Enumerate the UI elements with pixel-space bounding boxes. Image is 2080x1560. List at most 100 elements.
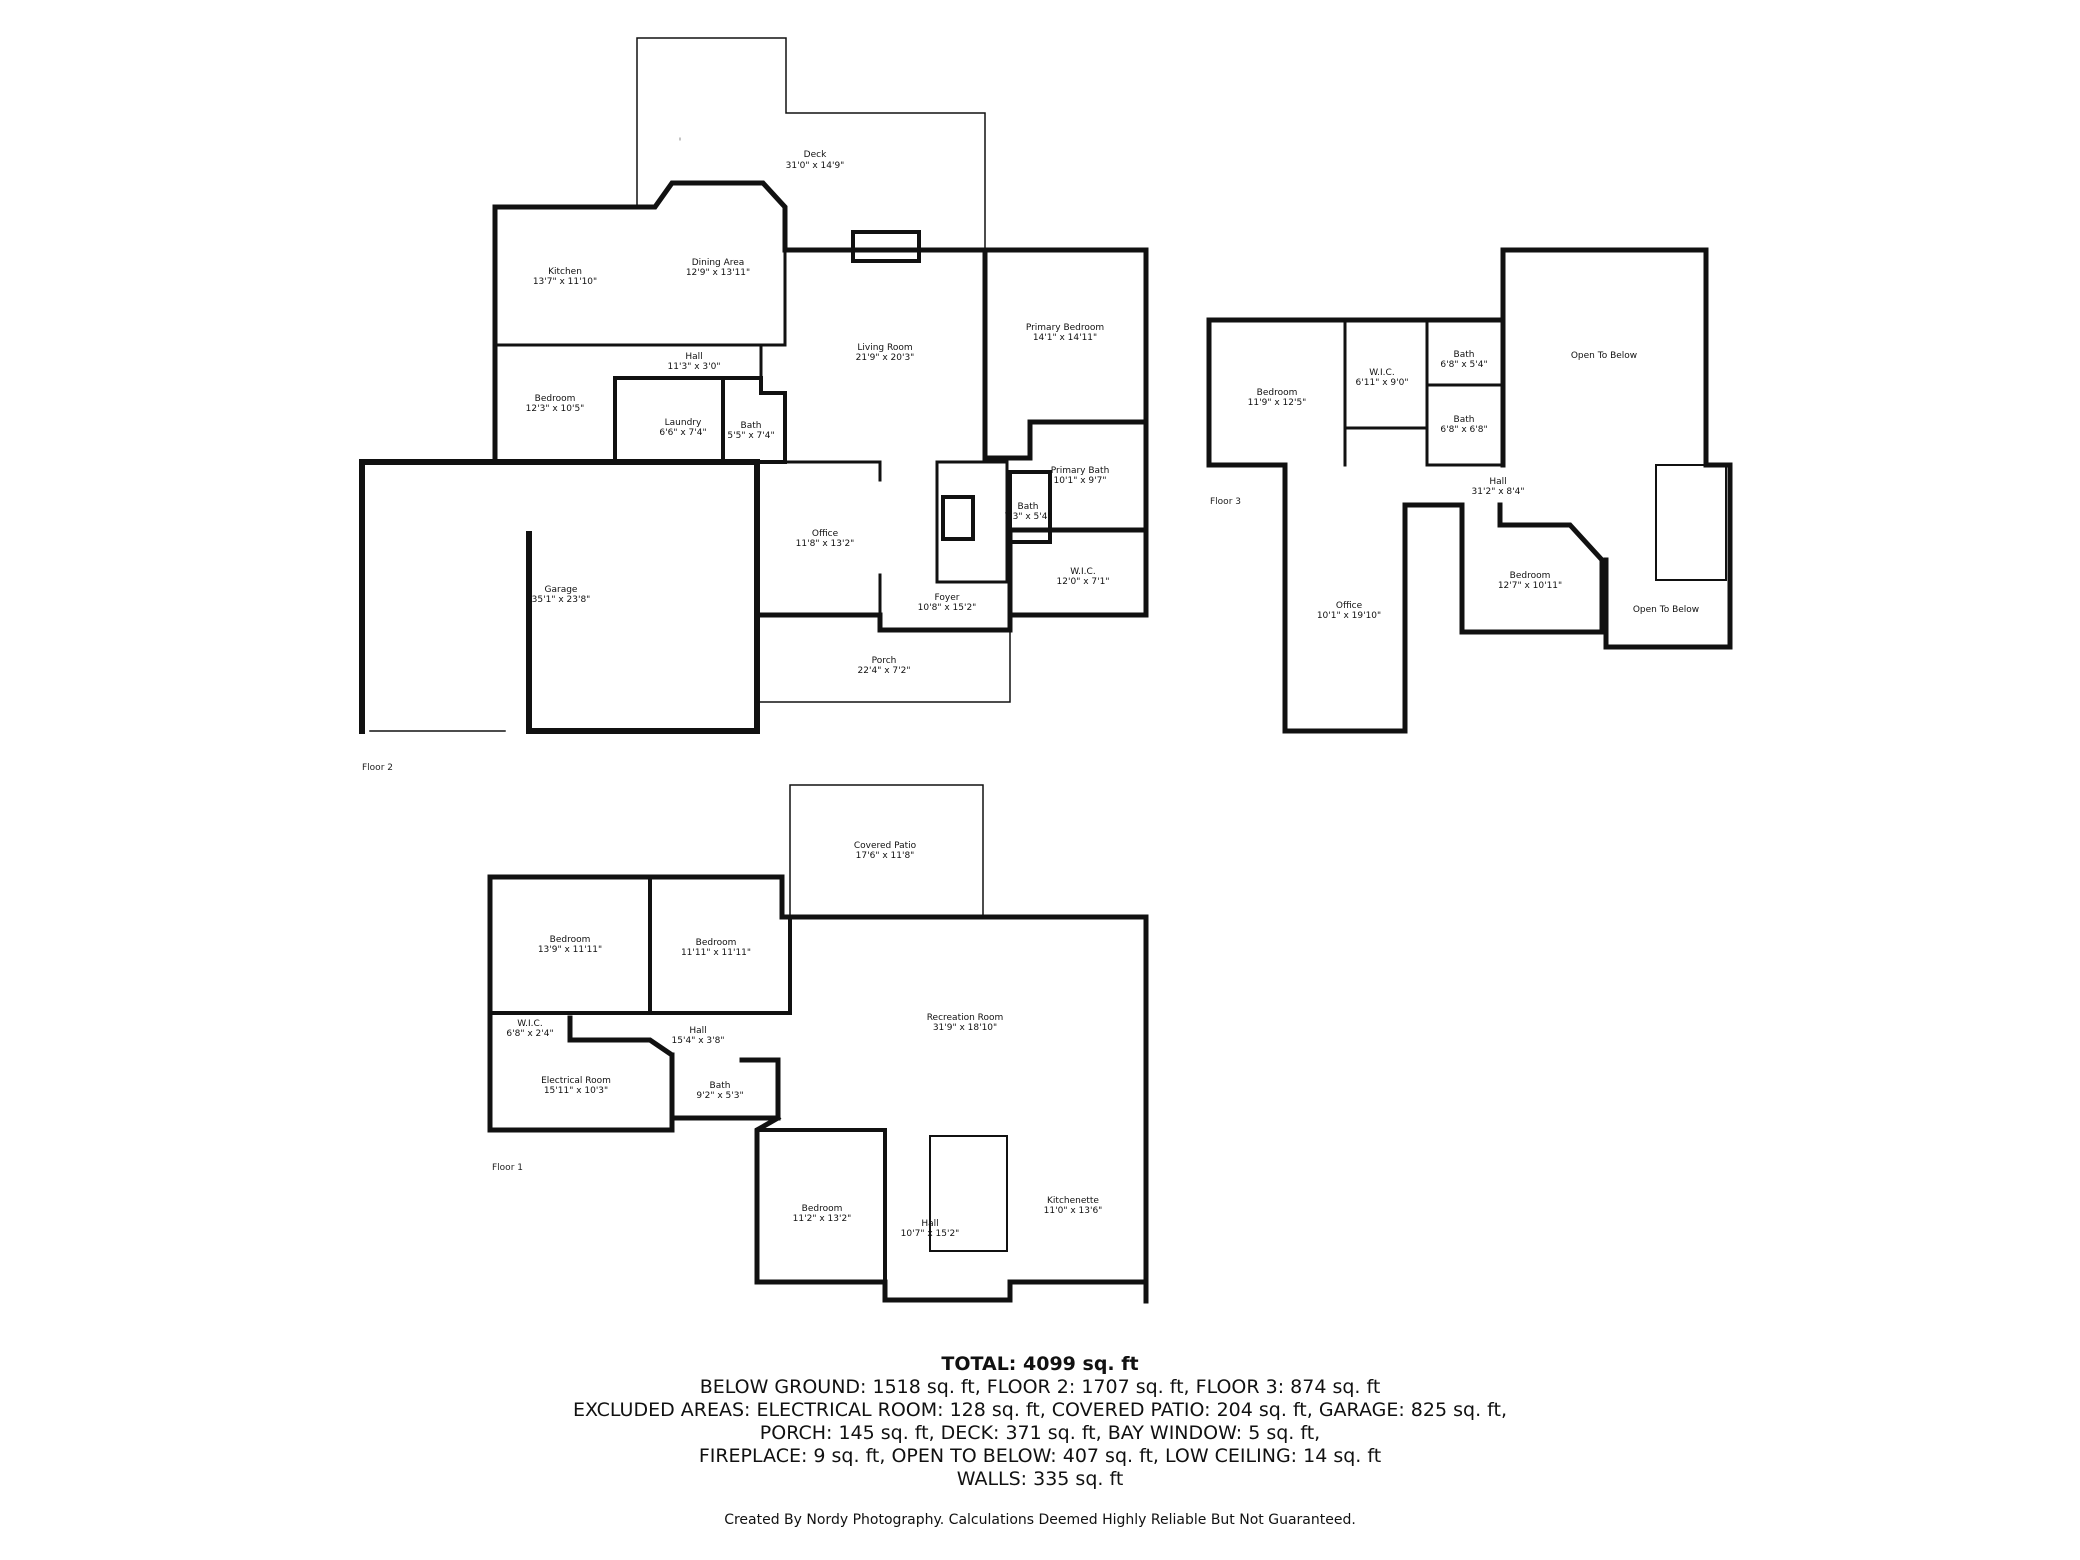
room-deck-dim: 31'0" x 14'9" — [786, 161, 845, 171]
room-bedroom2-dim: 12'3" x 10'5" — [526, 404, 585, 414]
room-bedroom1b-dim: 11'11" x 11'11" — [681, 948, 751, 958]
room-office3: Office — [1336, 601, 1363, 611]
stairs — [935, 460, 1009, 584]
stairs3 — [1655, 464, 1727, 581]
room-bedroom1c-dim: 11'2" x 13'2" — [793, 1214, 852, 1224]
room-electrical: Electrical Room — [541, 1076, 611, 1086]
room-primary-bath: Primary Bath — [1051, 466, 1110, 476]
room-bath1-dim: 9'2" x 5'3" — [696, 1091, 743, 1101]
room-wic2-dim: 12'0" x 7'1" — [1057, 577, 1110, 587]
electrical-room-walls — [487, 1015, 675, 1133]
deck-outline — [636, 37, 986, 248]
wic2-walls — [1007, 527, 1149, 618]
stairs1 — [929, 1135, 1008, 1252]
room-electrical-dim: 15'11" x 10'3" — [544, 1086, 608, 1096]
room-bath2b-dim: 7'3" x 5'4" — [1004, 512, 1051, 522]
room-wic3: W.I.C. — [1369, 368, 1394, 378]
floor3-plan — [1206, 247, 1733, 734]
summary-line-5: WALLS: 335 sq. ft — [956, 1468, 1124, 1490]
room-bedroom2: Bedroom — [535, 394, 576, 404]
room-deck: Deck — [804, 150, 827, 160]
floor3-label: Floor 3 — [1210, 497, 1241, 507]
floor3-north-walls — [1206, 247, 1709, 468]
room-bath3a-dim: 6'8" x 5'4" — [1440, 360, 1487, 370]
fireplace — [851, 230, 921, 263]
room-bedroom3b: Bedroom — [1510, 571, 1551, 581]
porch-outline — [756, 629, 1011, 703]
floor2-label: Floor 2 — [362, 763, 393, 773]
bedroom1c-walls — [754, 1114, 1149, 1303]
credit-text: Created By Nordy Photography. Calculatio… — [724, 1512, 1356, 1528]
room-office2: Office — [812, 529, 839, 539]
bedroom3b-walls — [1459, 502, 1605, 635]
stair-closet — [941, 495, 975, 541]
room-covered-patio: Covered Patio — [854, 841, 917, 851]
room-wic3-dim: 6'11" x 9'0" — [1356, 378, 1409, 388]
primary-bath-walls — [1007, 419, 1149, 533]
primary-bedroom-walls — [982, 247, 1149, 461]
room-office3-dim: 10'1" x 19'10" — [1317, 611, 1381, 621]
room-kitchen-dim: 13'7" x 11'10" — [533, 277, 597, 287]
room-bedroom1b: Bedroom — [696, 938, 737, 948]
room-covered-patio-dim: 17'6" x 11'8" — [856, 851, 915, 861]
room-bath3a: Bath — [1454, 350, 1475, 360]
room-bedroom3a-dim: 11'9" x 12'5" — [1248, 398, 1307, 408]
room-primary-bedroom: Primary Bedroom — [1026, 323, 1104, 333]
room-bedroom3b-dim: 12'7" x 10'11" — [1498, 581, 1562, 591]
room-open-below2: Open To Below — [1633, 605, 1699, 615]
room-living-dim: 21'9" x 20'3" — [856, 353, 915, 363]
summary-line-2: EXCLUDED AREAS: ELECTRICAL ROOM: 128 sq.… — [573, 1399, 1507, 1421]
office-walls — [755, 460, 882, 482]
room-porch-dim: 22'4" x 7'2" — [858, 666, 911, 676]
room-bedroom1c: Bedroom — [802, 1204, 843, 1214]
room-primary-bedroom-dim: 14'1" x 14'11" — [1033, 333, 1097, 343]
room-hall2: Hall — [685, 352, 702, 362]
room-bath1: Bath — [710, 1081, 731, 1091]
room-laundry: Laundry — [665, 418, 702, 428]
room-hall3: Hall — [1489, 477, 1506, 487]
room-primary-bath-dim: 10'1" x 9'7" — [1054, 476, 1107, 486]
room-hall1b-dim: 10'7" x 15'2" — [901, 1229, 960, 1239]
room-bath2a: Bath — [741, 421, 762, 431]
floor1-plan — [487, 784, 1149, 1304]
room-recreation-dim: 31'9" x 18'10" — [933, 1023, 997, 1033]
room-bedroom1a: Bedroom — [550, 935, 591, 945]
room-bedroom1a-dim: 13'9" x 11'11" — [538, 945, 602, 955]
room-kitchenette-dim: 11'0" x 13'6" — [1044, 1206, 1103, 1216]
room-hall1a: Hall — [689, 1026, 706, 1036]
room-kitchen: Kitchen — [548, 267, 582, 277]
bath2a-walls — [721, 376, 787, 464]
open-below-east — [1603, 462, 1733, 650]
room-foyer-dim: 10'8" x 15'2" — [918, 603, 977, 613]
room-wic1: W.I.C. — [517, 1019, 542, 1029]
room-bath3b-dim: 6'8" x 6'8" — [1440, 425, 1487, 435]
room-bath2a-dim: 5'5" x 7'4" — [727, 431, 774, 441]
total-area: TOTAL: 4099 sq. ft — [941, 1353, 1139, 1375]
room-hall1a-dim: 15'4" x 3'8" — [672, 1036, 725, 1046]
bath2b-walls — [1008, 470, 1052, 544]
room-garage-dim: 35'1" x 23'8" — [532, 595, 591, 605]
room-bedroom3a: Bedroom — [1257, 388, 1298, 398]
garage-walls — [359, 459, 760, 734]
room-laundry-dim: 6'6" x 7'4" — [659, 428, 706, 438]
room-wic2: W.I.C. — [1070, 567, 1095, 577]
floor3-west-block — [1206, 317, 1465, 734]
room-recreation: Recreation Room — [927, 1013, 1004, 1023]
room-dining: Dining Area — [692, 258, 745, 268]
room-hall3-dim: 31'2" x 8'4" — [1472, 487, 1525, 497]
room-garage: Garage — [545, 585, 578, 595]
summary-line-4: FIREPLACE: 9 sq. ft, OPEN TO BELOW: 407 … — [698, 1445, 1382, 1467]
summary-line-3: PORCH: 145 sq. ft, DECK: 371 sq. ft, BAY… — [759, 1422, 1321, 1444]
room-open-below1: Open To Below — [1571, 351, 1637, 361]
room-bath2b: Bath — [1018, 502, 1039, 512]
room-office2-dim: 11'8" x 13'2" — [796, 539, 855, 549]
floor2-plan — [359, 37, 1149, 734]
room-wic1-dim: 6'8" x 2'4" — [506, 1029, 553, 1039]
room-kitchenette: Kitchenette — [1047, 1196, 1099, 1206]
kitchen-north-wall — [492, 180, 788, 348]
room-bath3b: Bath — [1454, 415, 1475, 425]
floor1-north-walls — [487, 874, 1149, 1304]
floor1-label: Floor 1 — [492, 1163, 523, 1173]
area-summary: TOTAL: 4099 sq. ft BELOW GROUND: 1518 sq… — [0, 1352, 2080, 1491]
